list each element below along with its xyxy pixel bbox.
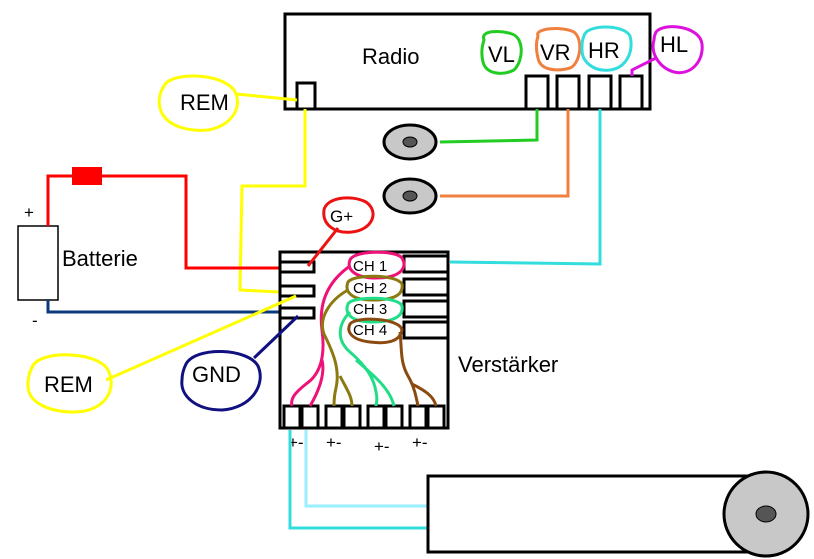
battery-label: Batterie [62,246,138,271]
amp-output-terminal [366,404,386,430]
rem-top-label: REM [180,90,229,115]
output-pair-4-label: +- [412,433,428,452]
vl-bubble: VL [480,30,523,75]
rem-radio-wire [235,92,298,102]
ch4-wire [398,331,438,407]
battery-plus: + [24,203,34,222]
radio-output-hr [587,74,613,111]
amp-output-terminal [384,404,404,430]
battery-icon [17,225,59,301]
radio-rem-terminal [295,81,317,111]
amp-input-ch2 [402,277,450,297]
vr-bubble: VR [535,27,582,72]
radio-output-hl [618,74,644,111]
amp-output-terminal [426,404,446,430]
subwoofer-box [426,470,810,558]
radio-output-vr [555,74,581,111]
ch2-label: CH 2 [353,280,387,297]
g-plus-label: G+ [330,207,353,226]
vl-label: VL [488,42,515,67]
power-wire [46,174,280,270]
amp-output-terminal [408,404,428,430]
ch2-group: CH 2 [345,274,404,302]
gnd-pointer [252,314,300,360]
rem-bottom-bubble: REM [26,353,113,414]
hr-label: HR [588,38,620,63]
ch3-label: CH 3 [353,301,387,318]
amp-output-terminal [324,404,344,430]
vr-wire [440,109,570,198]
amp-input-ch3 [402,299,450,319]
output-pair-2-label: +- [326,433,342,452]
subwoofer-body [426,474,770,554]
speaker-front-left [382,123,438,161]
ch3-wire [338,310,396,407]
vl-wire [439,109,539,144]
speaker-center [402,190,418,202]
rem-bottom-label: REM [44,372,93,397]
rem-amp-wire [238,109,307,294]
ch2-wire [321,288,354,407]
amp-output-terminal [282,404,302,430]
hl-bubble: HL [651,25,704,75]
sub-wire-b [304,430,430,508]
radio-output-vl [524,74,550,111]
ground-wire [46,300,280,314]
hl-label: HL [660,32,688,57]
subwoofer-center [755,505,777,523]
ch1-group: CH 1 [347,250,406,280]
g-plus-bubble: G+ [322,196,375,234]
ch3-group: CH 3 [345,296,404,324]
sub-wire-a [288,430,430,530]
gnd-label: GND [192,362,241,387]
ch1-wire [290,264,351,407]
rem-bottom-pointer [105,294,297,382]
gnd-bubble: GND [180,350,262,412]
g-plus-pointer [306,227,340,267]
amp-terminal-power [278,260,316,274]
amp-input-ch4 [402,320,450,340]
speaker-front-right [382,177,438,215]
rem-top-bubble: REM [157,74,240,132]
output-pair-3-label: +- [374,437,390,456]
amp-input-ch1 [402,254,450,274]
hr-bubble: HR [580,25,633,72]
output-pair-1-label: +- [288,433,304,452]
vr-label: VR [540,40,571,65]
radio-label: Radio [362,44,419,69]
hl-wire [630,56,657,76]
amp-output-terminal [300,404,320,430]
ch4-label: CH 4 [353,322,387,339]
verstaerker-label: Verstärker [458,352,558,377]
ch1-label: CH 1 [353,258,387,275]
battery-minus: - [32,311,38,330]
amp-terminal-rem [278,284,316,298]
fuse-icon [72,167,102,185]
hr-wire [449,109,602,266]
battery: + - Batterie [17,203,138,330]
speaker-center [402,136,418,148]
amp-output-terminal [342,404,362,430]
ch4-group: CH 4 [347,317,404,345]
